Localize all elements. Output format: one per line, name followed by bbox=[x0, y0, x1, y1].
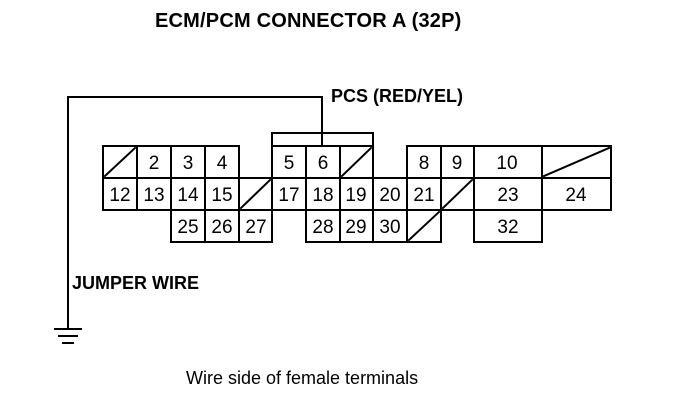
terminal-5: 5 bbox=[284, 153, 295, 174]
terminal-21: 21 bbox=[413, 185, 434, 206]
terminal-14: 14 bbox=[177, 185, 199, 206]
terminal-19: 19 bbox=[345, 185, 366, 206]
unused-cavity-slash bbox=[542, 146, 611, 178]
terminal-30: 30 bbox=[379, 217, 400, 238]
terminal-28: 28 bbox=[312, 217, 333, 238]
terminal-12: 12 bbox=[109, 185, 130, 206]
terminal-15: 15 bbox=[211, 185, 232, 206]
view-caption: Wire side of female terminals bbox=[186, 368, 419, 388]
ground-icon bbox=[54, 328, 82, 344]
diagram-title: ECM/PCM CONNECTOR A (32P) bbox=[155, 10, 462, 32]
connector-row-bottom-right bbox=[473, 209, 543, 243]
unused-cavity-slash bbox=[441, 178, 474, 210]
jumper-wire-label: JUMPER WIRE bbox=[72, 273, 200, 293]
terminal-6: 6 bbox=[318, 153, 329, 174]
unused-cavity-slash bbox=[407, 210, 441, 242]
terminal-18: 18 bbox=[312, 185, 333, 206]
terminal-4: 4 bbox=[217, 153, 228, 174]
terminal-25: 25 bbox=[177, 217, 198, 238]
unused-cavity-slash bbox=[103, 146, 137, 178]
terminal-27: 27 bbox=[245, 217, 266, 238]
terminal-23: 23 bbox=[497, 185, 518, 206]
terminal-13: 13 bbox=[143, 185, 164, 206]
terminal-20: 20 bbox=[379, 185, 400, 206]
pcs-label: PCS (RED/YEL) bbox=[331, 86, 464, 106]
terminal-32: 32 bbox=[497, 217, 518, 238]
connector-row-bottom-left bbox=[170, 209, 273, 243]
terminal-24: 24 bbox=[565, 185, 587, 206]
terminal-26: 26 bbox=[211, 217, 232, 238]
terminal-3: 3 bbox=[183, 153, 194, 174]
unused-cavity-slash bbox=[340, 146, 373, 178]
terminal-2: 2 bbox=[149, 153, 160, 174]
jumper-wire bbox=[67, 96, 323, 329]
terminal-10: 10 bbox=[496, 153, 517, 174]
terminal-17: 17 bbox=[278, 185, 299, 206]
unused-cavity-slash bbox=[239, 178, 272, 210]
terminal-9: 9 bbox=[452, 153, 463, 174]
terminal-29: 29 bbox=[345, 217, 366, 238]
terminal-8: 8 bbox=[419, 153, 430, 174]
